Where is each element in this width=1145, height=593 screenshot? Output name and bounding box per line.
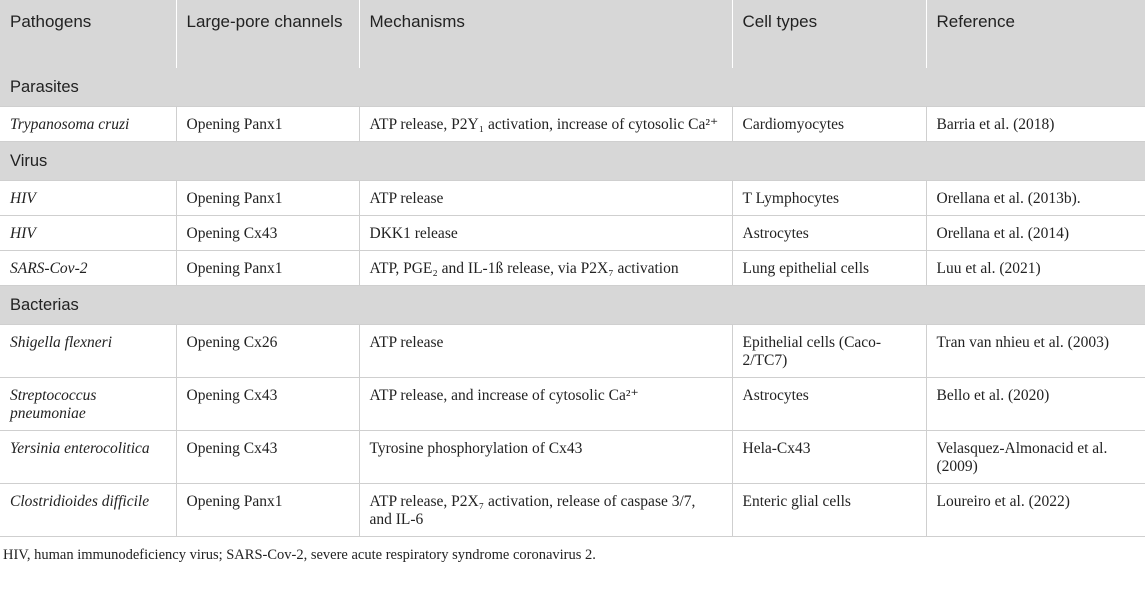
col-header-reference: Reference — [925, 0, 1145, 68]
channel-cell: Opening Panx1 — [175, 250, 359, 286]
mechanism-cell: ATP, PGE₂ and IL-1ß release, via P2X₇ ac… — [358, 250, 732, 286]
table-row: HIV Opening Cx43 DKK1 release Astrocytes… — [0, 215, 1145, 251]
reference-cell: Barria et al. (2018) — [925, 106, 1145, 142]
channel-cell: Opening Cx43 — [175, 215, 359, 251]
reference-cell: Tran van nhieu et al. (2003) — [925, 324, 1145, 378]
pathogen-cell: Yersinia enterocolitica — [0, 430, 176, 484]
cell-type-cell: Enteric glial cells — [731, 483, 926, 537]
col-header-pathogens: Pathogens — [0, 0, 176, 68]
reference-cell: Velasquez-Almonacid et al. (2009) — [925, 430, 1145, 484]
group-row-parasites: Parasites — [0, 68, 1145, 107]
cell-type-cell: Cardiomyocytes — [731, 106, 926, 142]
group-row-bacterias: Bacterias — [0, 285, 1145, 325]
table-footnote: HIV, human immunodeficiency virus; SARS-… — [3, 547, 596, 563]
group-label: Bacterias — [0, 285, 1145, 325]
pathogen-cell: Streptococcus pneumoniae — [0, 377, 176, 431]
pathogen-cell: SARS-Cov-2 — [0, 250, 176, 286]
table-row: Streptococcus pneumoniae Opening Cx43 AT… — [0, 377, 1145, 431]
pathogen-channels-table: Pathogens Large-pore channels Mechanisms… — [0, 0, 1145, 537]
group-row-virus: Virus — [0, 141, 1145, 181]
mechanism-cell: ATP release, P2Y₁ activation, increase o… — [358, 106, 732, 142]
table-row: Clostridioides difficile Opening Panx1 A… — [0, 483, 1145, 537]
pathogen-cell: HIV — [0, 215, 176, 251]
group-label: Virus — [0, 141, 1145, 181]
cell-type-cell: T Lymphocytes — [731, 180, 926, 216]
table-row: SARS-Cov-2 Opening Panx1 ATP, PGE₂ and I… — [0, 250, 1145, 286]
table-row: HIV Opening Panx1 ATP release T Lymphocy… — [0, 180, 1145, 216]
mechanism-cell: DKK1 release — [358, 215, 732, 251]
reference-cell: Bello et al. (2020) — [925, 377, 1145, 431]
cell-type-cell: Hela-Cx43 — [731, 430, 926, 484]
pathogen-cell: HIV — [0, 180, 176, 216]
pathogen-cell: Trypanosoma cruzi — [0, 106, 176, 142]
reference-cell: Orellana et al. (2014) — [925, 215, 1145, 251]
pathogen-cell: Shigella flexneri — [0, 324, 176, 378]
cell-type-cell: Astrocytes — [731, 215, 926, 251]
table-row: Shigella flexneri Opening Cx26 ATP relea… — [0, 324, 1145, 378]
mechanism-cell: ATP release, P2X₇ activation, release of… — [358, 483, 732, 537]
channel-cell: Opening Panx1 — [175, 106, 359, 142]
channel-cell: Opening Cx43 — [175, 430, 359, 484]
mechanism-cell: ATP release — [358, 180, 732, 216]
reference-cell: Luu et al. (2021) — [925, 250, 1145, 286]
cell-type-cell: Lung epithelial cells — [731, 250, 926, 286]
mechanism-cell: ATP release, and increase of cytosolic C… — [358, 377, 732, 431]
reference-cell: Orellana et al. (2013b). — [925, 180, 1145, 216]
col-header-large-pore-channels: Large-pore channels — [175, 0, 359, 68]
col-header-cell-types: Cell types — [731, 0, 926, 68]
mechanism-cell: ATP release — [358, 324, 732, 378]
channel-cell: Opening Panx1 — [175, 483, 359, 537]
col-header-mechanisms: Mechanisms — [358, 0, 732, 68]
reference-cell: Loureiro et al. (2022) — [925, 483, 1145, 537]
mechanism-cell: Tyrosine phosphorylation of Cx43 — [358, 430, 732, 484]
cell-type-cell: Epithelial cells (Caco-2/TC7) — [731, 324, 926, 378]
table-row: Yersinia enterocolitica Opening Cx43 Tyr… — [0, 430, 1145, 484]
channel-cell: Opening Panx1 — [175, 180, 359, 216]
pathogen-cell: Clostridioides difficile — [0, 483, 176, 537]
channel-cell: Opening Cx26 — [175, 324, 359, 378]
table-row: Trypanosoma cruzi Opening Panx1 ATP rele… — [0, 106, 1145, 142]
group-label: Parasites — [0, 68, 1145, 107]
channel-cell: Opening Cx43 — [175, 377, 359, 431]
cell-type-cell: Astrocytes — [731, 377, 926, 431]
header-row: Pathogens Large-pore channels Mechanisms… — [0, 0, 1145, 68]
